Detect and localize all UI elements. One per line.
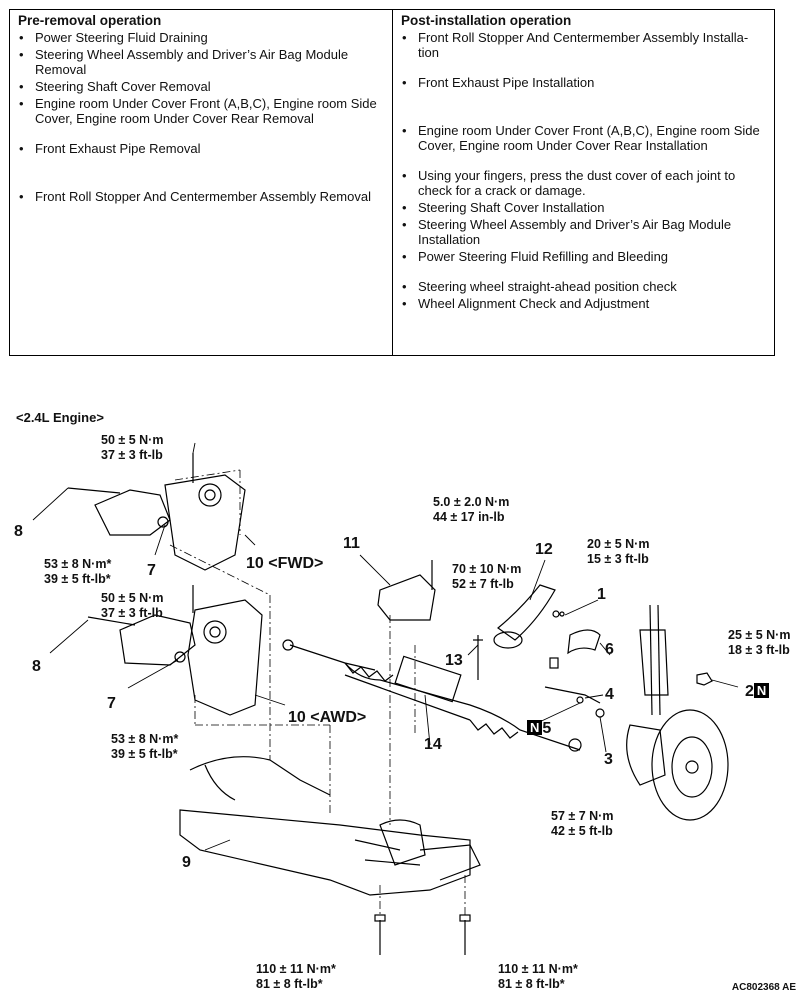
callout-11: 11 (343, 535, 360, 552)
post-installation-list: Front Roll Stopper And Centermember Asse… (401, 30, 766, 311)
operations-table: Pre-removal operation Power Steering Flu… (9, 9, 775, 356)
list-item: Using your fingers, press the dust cover… (401, 168, 766, 198)
awd-roll-stopper-shape (187, 599, 263, 716)
list-item: Steering Shaft Cover Removal (18, 79, 384, 94)
crossmember-shape (179, 809, 471, 896)
pre-removal-column: Pre-removal operation Power Steering Flu… (10, 10, 393, 355)
torque-label: 53 ± 8 N·m*39 ± 5 ft-lb* (44, 557, 112, 586)
awd-bracket-shape (119, 614, 196, 666)
list-item: Front Roll Stopper And Centermember Asse… (401, 30, 766, 60)
callout-13: 13 (445, 652, 463, 669)
torque-label: 53 ± 8 N·m*39 ± 5 ft-lb* (111, 732, 179, 761)
callout-8: 8 (14, 523, 23, 540)
post-installation-heading: Post-installation operation (401, 13, 572, 28)
callout-7: 7 (107, 695, 116, 712)
list-item: Steering Shaft Cover Installation (401, 200, 766, 215)
callout-6: 6 (605, 641, 614, 658)
callout-10-awd: 10 <AWD> (288, 709, 367, 726)
list-item: Steering wheel straight-ahead position c… (401, 279, 766, 294)
callout-12: 12 (535, 541, 553, 558)
exploded-view-diagram: <2.4L Engine> (0, 395, 806, 1002)
callout-4: 4 (605, 686, 614, 703)
n-badge: N (753, 683, 770, 698)
list-item: Engine room Under Cover Front (A,B,C), E… (18, 96, 384, 126)
pre-removal-list: Power Steering Fluid Draining Steering W… (18, 30, 384, 204)
post-installation-column: Post-installation operation Front Roll S… (393, 10, 774, 355)
callout-14: 14 (424, 736, 442, 753)
list-item: Front Exhaust Pipe Installation (401, 75, 766, 90)
list-item: Wheel Alignment Check and Adjustment (401, 296, 766, 311)
list-item: Power Steering Fluid Draining (18, 30, 384, 45)
callout-3: 3 (604, 751, 613, 768)
fwd-bracket-shape (94, 489, 171, 536)
list-item: Front Exhaust Pipe Removal (18, 141, 384, 156)
engine-label: <2.4L Engine> (16, 410, 104, 425)
diagram-artwork (32, 442, 739, 955)
n-badge: N (527, 720, 543, 735)
torque-label: 110 ± 11 N·m*81 ± 8 ft-lb* (498, 962, 578, 991)
figure-code: AC802368 AE (731, 982, 796, 993)
torque-label: 110 ± 11 N·m*81 ± 8 ft-lb* (256, 962, 336, 991)
callout-7: 7 (147, 562, 156, 579)
list-item: Steering Wheel Assembly and Driver’s Air… (18, 47, 384, 77)
list-item: Engine room Under Cover Front (A,B,C), E… (401, 123, 766, 153)
list-item: Steering Wheel Assembly and Driver’s Air… (401, 217, 766, 247)
pre-removal-heading: Pre-removal operation (18, 13, 162, 28)
fwd-roll-stopper-shape (164, 474, 246, 571)
callout-8: 8 (32, 658, 41, 675)
callout-10-fwd: 10 <FWD> (246, 555, 324, 572)
list-item: Power Steering Fluid Refilling and Bleed… (401, 249, 766, 264)
list-item: Front Roll Stopper And Centermember Asse… (18, 189, 384, 204)
callout-1: 1 (597, 586, 606, 603)
callout-9: 9 (182, 854, 191, 871)
